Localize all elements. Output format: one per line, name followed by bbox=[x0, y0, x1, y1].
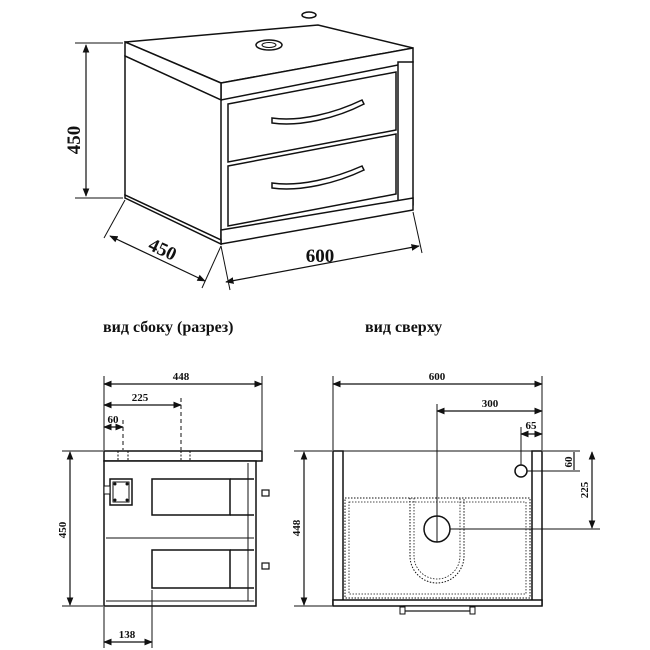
side-depth-dimension: 448 bbox=[173, 371, 190, 383]
top-drawer-outline bbox=[344, 497, 531, 599]
top-hole-center-dimension: 300 bbox=[482, 398, 499, 410]
side-view-caption: вид сбоку (разрез) bbox=[103, 319, 234, 336]
upper-drawer-section bbox=[151, 478, 231, 516]
top-front-panel bbox=[332, 599, 543, 607]
top-siphon-cutout bbox=[409, 498, 465, 584]
top-depth-dimension: 448 bbox=[291, 519, 303, 536]
side-view: 448 225 60 450 138 bbox=[57, 371, 270, 648]
top-faucet-hole bbox=[514, 464, 528, 478]
sink-hole-inner bbox=[261, 42, 277, 48]
top-drawer-handle bbox=[403, 605, 471, 612]
top-width-dimension: 600 bbox=[429, 371, 446, 383]
cabinet-bottom-side bbox=[124, 193, 222, 246]
top-small-hole-y-dimension: 60 bbox=[563, 456, 575, 468]
top-view: 600 300 65 60 225 448 bbox=[291, 371, 600, 615]
side-hole-center-dimension: 225 bbox=[132, 392, 149, 404]
depth-dimension: 450 bbox=[145, 234, 180, 265]
width-dimension-line bbox=[225, 244, 420, 284]
upper-drawer-handle bbox=[271, 99, 366, 125]
side-hole-offset-dimension: 60 bbox=[108, 414, 120, 426]
lower-drawer-section bbox=[151, 549, 231, 589]
side-height-dimension: 450 bbox=[57, 521, 69, 538]
top-hole-y-dimension: 225 bbox=[579, 481, 591, 498]
faucet-hole bbox=[301, 11, 317, 19]
top-small-hole-x-dimension: 65 bbox=[526, 420, 538, 432]
side-lower-handle bbox=[261, 562, 270, 570]
side-upper-handle bbox=[261, 489, 270, 497]
isometric-view: 450 450 600 bbox=[64, 11, 423, 291]
depth-dimension-line bbox=[109, 235, 206, 282]
side-drain-offset-dimension: 138 bbox=[119, 629, 136, 641]
top-view-caption: вид сверху bbox=[365, 319, 443, 336]
lower-drawer-handle bbox=[271, 165, 366, 190]
lower-drawer-front bbox=[227, 133, 397, 227]
height-dimension: 450 bbox=[64, 126, 85, 155]
top-left-wall bbox=[332, 450, 344, 606]
width-dimension: 600 bbox=[306, 246, 335, 267]
top-right-wall bbox=[531, 450, 543, 606]
cabinet-right-frame bbox=[397, 61, 414, 212]
